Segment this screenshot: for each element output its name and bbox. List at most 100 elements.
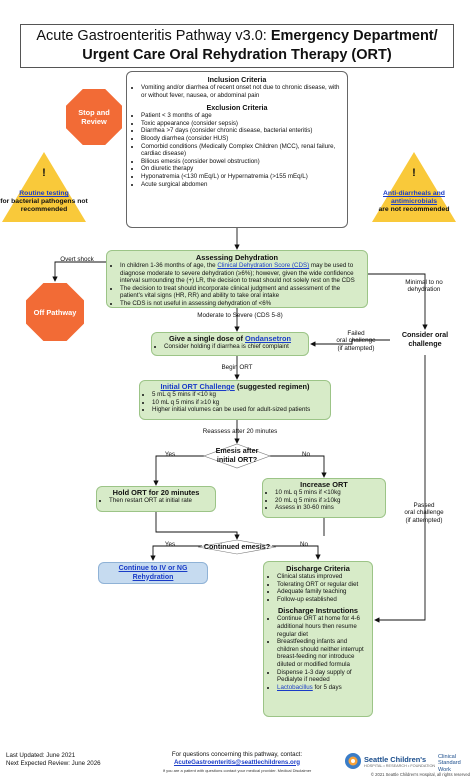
initial-ort-heading: Initial ORT Challenge (suggested regimen… — [143, 382, 327, 391]
standard-work-word: Standard Work — [438, 760, 461, 773]
initial-ort-item: Higher initial volumes can be used for a… — [152, 406, 327, 414]
off-pathway-octagon: Off Pathway — [26, 283, 84, 341]
consider-oral-line1: Consider oral — [401, 330, 449, 339]
ondansetron-heading-text: Give a single dose of — [169, 334, 245, 343]
ondansetron-item: Consider holding if diarrhea is chief co… — [164, 343, 305, 351]
overt-shock-label: Overt shock — [60, 256, 94, 263]
failed-line2: oral challenge — [336, 337, 376, 345]
exclusion-item: On diuretic therapy — [141, 165, 342, 173]
assessing-item: In children 1-36 months of age, the Clin… — [120, 262, 363, 285]
yes-label: Yes — [164, 451, 176, 458]
last-updated: Last Updated: June 2021 — [6, 752, 76, 759]
yes-label: Yes — [164, 541, 176, 548]
logo-name: Seattle Children's — [364, 755, 427, 764]
failed-line3: (if attempted) — [337, 344, 375, 352]
increase-ort-heading: Increase ORT — [300, 480, 348, 489]
antidiarrheals-link[interactable]: Anti-diarrheals and antimicrobials — [383, 190, 445, 205]
iv-ng-link-line2[interactable]: Rehydration — [132, 573, 174, 581]
iv-ng-rehydration-box: Continue to IV or NG Rehydration — [98, 562, 208, 584]
discharge-instruction: Continue ORT at home for 4-6 additional … — [277, 615, 368, 638]
contact-text: For questions concerning this pathway, c… — [171, 751, 303, 758]
iv-ng-link-line1[interactable]: Continue to IV or NG — [118, 565, 188, 572]
increase-ort-box: Increase ORT 10 mL q 5 mins if <10kg 20 … — [262, 478, 386, 518]
assessing-text: In children 1-36 months of age, the — [120, 262, 218, 269]
assessing-heading: Assessing Dehydration — [195, 253, 279, 262]
antidiarrheals-text: are not recommended — [378, 206, 450, 213]
assessing-dehydration-box: Assessing Dehydration In children 1-36 m… — [106, 250, 368, 308]
stop-review-line1: Stop and — [78, 108, 110, 117]
ondansetron-heading: Give a single dose of Ondansetron — [155, 334, 305, 343]
clinical-word: Clinical — [438, 754, 457, 760]
title-line1-bold: Emergency Department/ — [270, 28, 438, 44]
initial-ort-item: 5 mL q 5 mins if <10 kg — [152, 391, 327, 399]
exclusion-item: Hyponatremia (<130 mEq/L) or Hypernatrem… — [141, 173, 342, 181]
continued-emesis-decision: Continued emesis? — [203, 542, 271, 551]
discharge-instruction: Breastfeeding infants and children shoul… — [277, 638, 368, 668]
discharge-instruction: Lactobacillus for 5 days — [277, 684, 368, 692]
exclusion-item: Acute surgical abdomen — [141, 181, 342, 189]
title-line1-plain: Acute Gastroenteritis Pathway v3.0: — [36, 28, 271, 44]
increase-ort-item: 20 mL q 5 mins if ≥10kg — [275, 497, 382, 505]
exclusion-heading: Exclusion Criteria — [206, 103, 268, 113]
inclusion-heading: Inclusion Criteria — [207, 75, 267, 84]
initial-ort-link[interactable]: Initial ORT Challenge — [160, 382, 235, 391]
footer-contact: For questions concerning this pathway, c… — [124, 751, 350, 766]
assessing-item: The decision to treat should incorporate… — [120, 285, 363, 300]
stop-review-line2: Review — [81, 117, 107, 126]
exclusion-item: Patient < 3 months of age — [141, 112, 342, 120]
pathway-title: Acute Gastroenteritis Pathway v3.0: Emer… — [20, 24, 454, 68]
initial-ort-heading-text: (suggested regimen) — [234, 382, 310, 391]
no-label: No — [299, 541, 309, 548]
increase-ort-item: Assess in 30-60 mins — [275, 504, 382, 512]
seattle-childrens-logo: Seattle Children's HOSPITAL • RESEARCH •… — [344, 752, 472, 774]
criteria-box: Inclusion Criteria Vomiting and/or diarr… — [126, 71, 348, 228]
minimal-line1: Minimal to no — [405, 279, 443, 286]
hold-ort-heading: Hold ORT for 20 minutes — [112, 488, 200, 497]
discharge-criterion: Tolerating ORT or regular diet — [277, 581, 368, 589]
initial-ort-box: Initial ORT Challenge (suggested regimen… — [139, 380, 331, 420]
discharge-box: Discharge Criteria Clinical status impro… — [263, 561, 373, 717]
initial-ort-item: 10 mL q 5 mins if ≥10 kg — [152, 399, 327, 407]
increase-ort-item: 10 mL q 5 mins if <10kg — [275, 489, 382, 497]
no-label: No — [301, 451, 311, 458]
warning-icon: ! — [412, 167, 416, 179]
exclusion-item: Toxic appearance (consider sepsis) — [141, 120, 342, 128]
routine-testing-link[interactable]: Routine testing — [19, 190, 69, 197]
lactobacillus-link[interactable]: Lactobacillus — [277, 683, 313, 691]
warning-triangle-testing: ! Routine testing for bacterial pathogen… — [0, 150, 88, 224]
exclusion-item: Bloody diarrhea (consider HUS) — [141, 135, 342, 143]
hold-ort-box: Hold ORT for 20 minutes Then restart ORT… — [96, 486, 216, 512]
warning-triangle-antidiarrheals: ! Anti-diarrheals and antimicrobials are… — [370, 150, 458, 224]
copyright: © 2021 Seattle Children's Hospital, all … — [370, 772, 470, 777]
emesis-line1: Emesis after — [215, 446, 259, 455]
exclusion-item: Bilious emesis (consider bowel obstructi… — [141, 158, 342, 166]
ondansetron-link[interactable]: Ondansetron — [244, 334, 291, 343]
footer-dates: Last Updated: June 2021 Next Expected Re… — [6, 752, 166, 767]
exclusion-item: Comorbid conditions (Medically Complex C… — [141, 143, 342, 158]
assessing-text: may be used to diagnose moderate to seve… — [120, 262, 355, 285]
cds-link[interactable]: Clinical Dehydration Score (CDS) — [217, 262, 310, 269]
begin-ort-label: Begin ORT — [221, 364, 253, 371]
medical-disclaimer: If you are a patient with questions cont… — [162, 768, 312, 773]
discharge-criterion: Follow-up established — [277, 596, 368, 604]
assessing-item: The CDS is not useful in assessing dehyd… — [120, 300, 363, 308]
exclusion-item: Diarrhea >7 days (consider chronic disea… — [141, 127, 342, 135]
consider-oral-line2: challenge — [408, 338, 442, 348]
discharge-criterion: Clinical status improved — [277, 573, 368, 581]
discharge-criterion: Adequate family teaching — [277, 588, 368, 596]
discharge-criteria-heading: Discharge Criteria — [286, 564, 350, 573]
routine-testing-text: for bacterial pathogens not recommended — [0, 198, 88, 213]
moderate-severe-label: Moderate to Severe (CDS 5-8) — [197, 312, 283, 319]
reassess-label: Reassess after 20 minutes — [202, 428, 278, 435]
contact-email-link[interactable]: AcuteGastroenteritis@seattlechildrens.or… — [173, 758, 301, 766]
warning-icon: ! — [42, 167, 46, 179]
hold-ort-item: Then restart ORT at initial rate — [109, 497, 212, 505]
